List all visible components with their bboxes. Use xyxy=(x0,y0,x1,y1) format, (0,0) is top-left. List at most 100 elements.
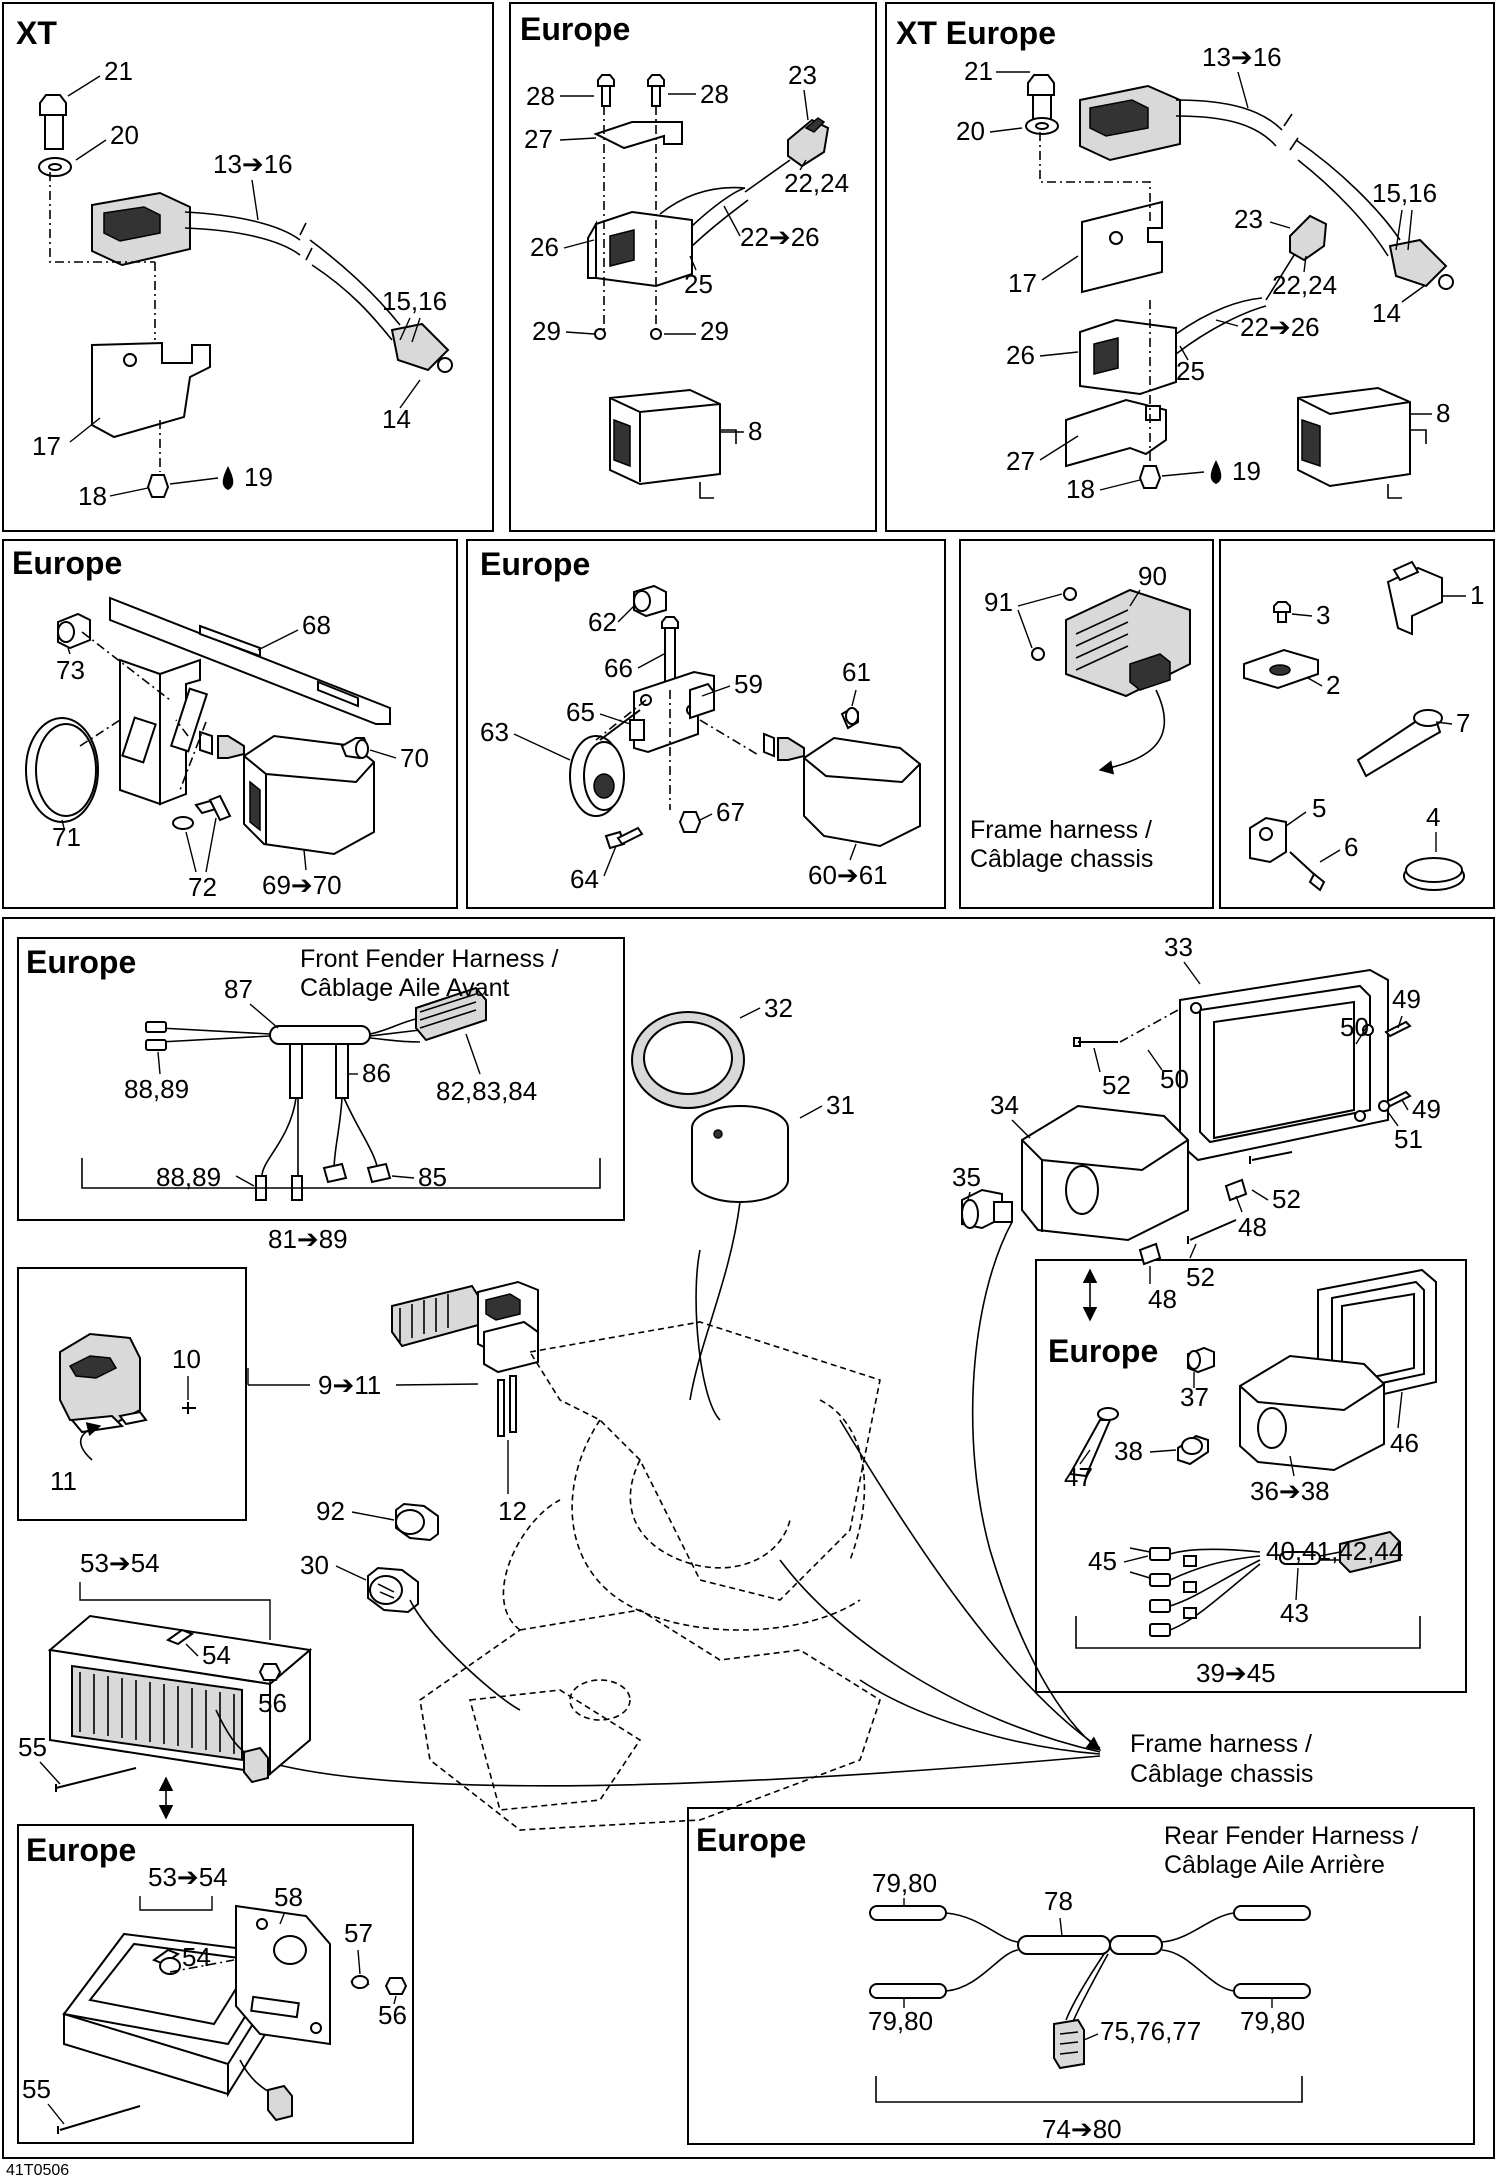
part-number-label: 57 xyxy=(344,1918,373,1948)
part-number-label: 67 xyxy=(716,797,745,827)
europe-headlight-assembly xyxy=(1068,1268,1437,1649)
part-number-label: 64 xyxy=(570,864,599,894)
part-number-label: 63 xyxy=(480,717,509,747)
part-number-label: 56 xyxy=(258,1688,287,1718)
taillight-assembly xyxy=(47,1614,313,1820)
front-fender-harness-assembly xyxy=(81,986,601,1201)
part-number-label: 50 xyxy=(1160,1064,1189,1094)
part-number-label: 92 xyxy=(316,1496,345,1526)
part-number-label: 78 xyxy=(1044,1886,1073,1916)
part-number-label: 73 xyxy=(56,655,85,685)
part-number-label: 1 xyxy=(1470,580,1484,610)
europe-taillight-labels: 53➔54 58 57 54 56 55 xyxy=(22,1862,407,2125)
handlebar-switch-labels: 10 11 xyxy=(50,1344,201,1496)
part-number-label: 34 xyxy=(990,1090,1019,1120)
hardware-assembly xyxy=(1243,560,1465,892)
part-number-label: 29 xyxy=(532,316,561,346)
part-number-label: 14 xyxy=(1372,298,1401,328)
panel-title-europe-turn-signal: Europe xyxy=(480,546,590,582)
part-number-label: 60➔61 xyxy=(808,860,888,890)
part-number-label: 31 xyxy=(826,1090,855,1120)
part-number-label: 22,24 xyxy=(784,168,849,198)
caption-frame-harness-small: Frame harness / xyxy=(970,816,1152,844)
part-number-label: 65 xyxy=(566,697,595,727)
part-number-label: 6 xyxy=(1344,832,1358,862)
europe-headlight-labels: 37 46 47 38 36➔38 45 40,41,42,44 43 39➔4… xyxy=(1064,1372,1419,1688)
caption-rear-fender: Rear Fender Harness / xyxy=(1164,1822,1418,1850)
part-number-label: 15,16 xyxy=(382,286,447,316)
part-number-label: 26 xyxy=(1006,340,1035,370)
europe-turn-signal-labels: 62 66 59 61 65 63 67 64 60➔61 xyxy=(480,605,888,894)
part-number-label: 2 xyxy=(1326,670,1340,700)
panel-title-europe-headlamp: Europe xyxy=(12,545,122,581)
part-number-label: 12 xyxy=(498,1496,527,1526)
part-number-label: 22➔26 xyxy=(740,222,820,252)
part-number-label: 53➔54 xyxy=(148,1862,228,1892)
part-number-label: 46 xyxy=(1390,1428,1419,1458)
caption-rear-fender-fr: Câblage Aile Arrière xyxy=(1164,1851,1385,1879)
part-number-label: 36➔38 xyxy=(1250,1476,1330,1506)
part-number-label: 11 xyxy=(50,1466,77,1496)
part-number-label: 50 xyxy=(1340,1012,1369,1042)
part-number-label: 32 xyxy=(764,993,793,1023)
part-number-label: 8 xyxy=(748,416,762,446)
part-number-label: 4 xyxy=(1426,802,1440,832)
rear-fender-labels: Rear Fender Harness / Câblage Aile Arriè… xyxy=(868,1822,1418,2144)
part-number-label: 91 xyxy=(984,587,1013,617)
part-number-label: 13➔16 xyxy=(1202,42,1282,72)
part-number-label: 40,41,42,44 xyxy=(1266,1536,1403,1566)
part-number-label: 25 xyxy=(684,269,713,299)
part-number-label: 13➔16 xyxy=(213,149,293,179)
europe-switch-labels: 28 28 27 23 22,24 22➔26 26 25 29 29 8 xyxy=(524,60,849,446)
part-number-label: 61 xyxy=(842,657,871,687)
panel-title-europe-taillight: Europe xyxy=(26,1832,136,1868)
part-number-label: 52 xyxy=(1102,1070,1131,1100)
drawing-code: 41T0506 xyxy=(6,2162,69,2179)
europe-headlamp-labels: 68 73 70 71 72 69➔70 xyxy=(52,610,429,902)
part-number-label: 82,83,84 xyxy=(436,1076,537,1106)
part-number-label: 45 xyxy=(1088,1546,1117,1576)
part-number-label: 68 xyxy=(302,610,331,640)
part-number-label: 54 xyxy=(182,1942,211,1972)
part-number-label: 79,80 xyxy=(868,2006,933,2036)
europe-taillight-assembly xyxy=(57,1904,408,2134)
part-number-label: 38 xyxy=(1114,1436,1143,1466)
panel-rear-fender-harness xyxy=(687,1807,1475,2145)
part-number-label: 71 xyxy=(52,822,81,852)
part-number-label: 55 xyxy=(18,1732,47,1762)
panel-title-europe-front-fender: Europe xyxy=(26,944,136,980)
xt-switch-assembly xyxy=(38,94,453,498)
part-number-label: 23 xyxy=(788,60,817,90)
part-number-label: 48 xyxy=(1148,1284,1177,1314)
part-number-label: 20 xyxy=(110,120,139,150)
part-number-label: 75,76,77 xyxy=(1100,2016,1201,2046)
voltage-regulator-labels: 90 91 Frame harness / Câblage chassis xyxy=(970,561,1167,873)
part-number-label: 39➔45 xyxy=(1196,1658,1276,1688)
gauge-and-body-assembly xyxy=(259,1011,1102,1831)
part-number-label: 33 xyxy=(1164,932,1193,962)
part-number-label: 21 xyxy=(104,56,133,86)
part-number-label: 55 xyxy=(22,2074,51,2104)
part-number-label: 19 xyxy=(1232,456,1261,486)
part-number-label: 10 xyxy=(172,1344,201,1374)
caption-front-fender-fr: Câblage Aile Avant xyxy=(300,974,509,1002)
part-number-label: 86 xyxy=(362,1058,391,1088)
caption-frame-harness-small-fr: Câblage chassis xyxy=(970,845,1153,873)
part-number-label: 88,89 xyxy=(124,1074,189,1104)
europe-turn-signal-assembly xyxy=(569,584,921,850)
part-number-label: 22➔26 xyxy=(1240,312,1320,342)
part-number-label: 26 xyxy=(530,232,559,262)
panel-title-europe-switch: Europe xyxy=(520,11,630,47)
part-number-label: 18 xyxy=(1066,474,1095,504)
part-number-label: 29 xyxy=(700,316,729,346)
part-number-label: 79,80 xyxy=(1240,2006,1305,2036)
part-number-label: 62 xyxy=(588,607,617,637)
hardware-labels: 1 3 2 7 5 6 4 xyxy=(1285,580,1484,863)
part-number-label: 23 xyxy=(1234,204,1263,234)
part-number-label: 19 xyxy=(244,462,273,492)
part-number-label: 14 xyxy=(382,404,411,434)
voltage-regulator-assembly xyxy=(1031,587,1191,775)
headlight-housing-assembly xyxy=(961,968,1412,1322)
part-number-label: 28 xyxy=(700,79,729,109)
